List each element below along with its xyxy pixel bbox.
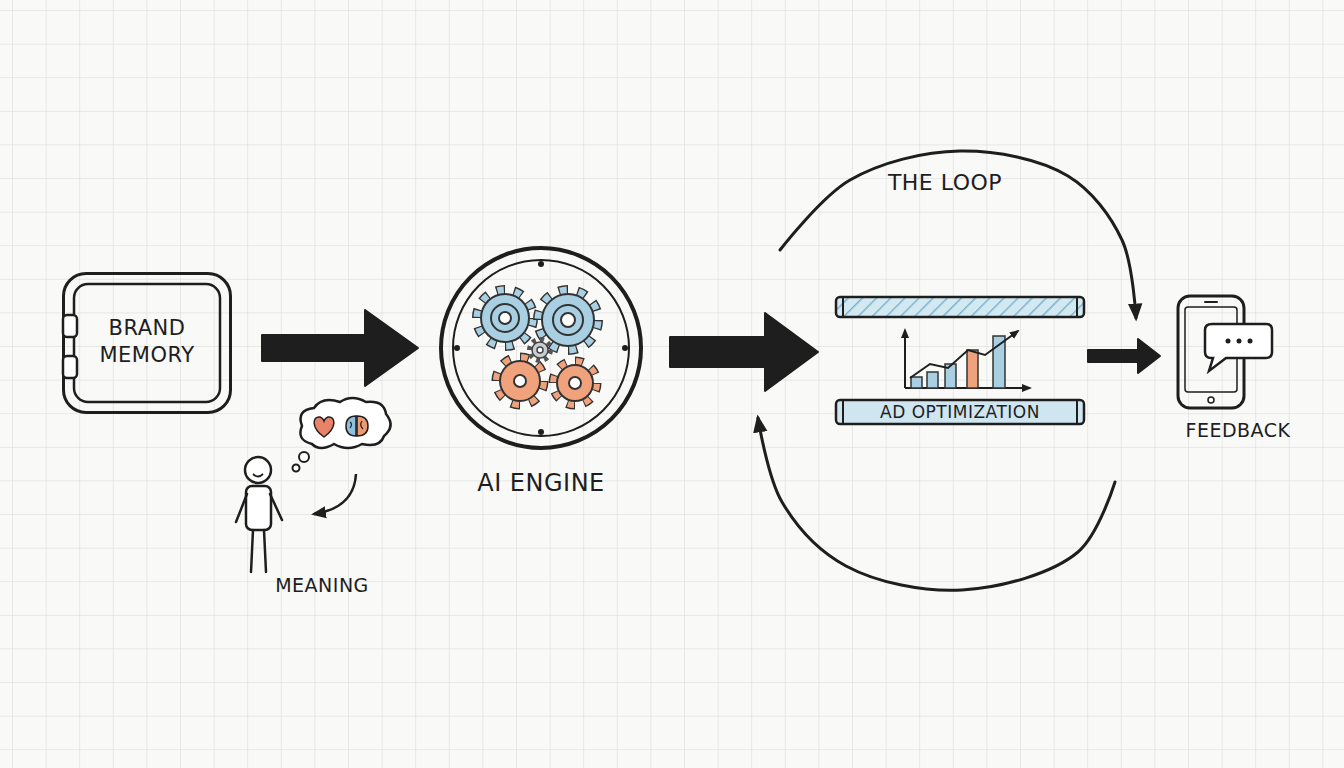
loop-arrow	[780, 151, 1136, 318]
node-label: AD OPTIMIZATION	[835, 400, 1085, 424]
label-bar	[836, 400, 1084, 424]
node-label: BRAND MEMORY	[87, 315, 207, 369]
node-outline	[1168, 292, 1308, 444]
chart-axis	[904, 330, 906, 388]
heart-icon	[314, 417, 334, 437]
thought-bubble	[293, 398, 391, 472]
phone-button	[1208, 397, 1214, 403]
gear-small	[530, 340, 550, 360]
flow-arrow	[670, 313, 818, 391]
node-outline	[65, 275, 229, 411]
bar-cap	[1076, 400, 1078, 424]
side-tab	[63, 356, 77, 378]
tick-mark	[538, 429, 544, 435]
loop-label: THE LOOP	[825, 168, 1065, 198]
flow-arrow	[262, 310, 418, 386]
bar-cap	[842, 297, 844, 317]
optimization-band: AD OPTIMIZATION	[835, 296, 1085, 426]
phone-body	[1178, 296, 1244, 408]
phone-screen	[1185, 307, 1237, 392]
stick-figure	[236, 457, 282, 572]
flow-arrow	[1088, 339, 1160, 373]
inner-outline	[74, 284, 220, 402]
gear-blue-right	[539, 291, 597, 349]
feedback-phone: FEEDBACK	[1168, 292, 1308, 444]
node-outline	[835, 296, 1085, 426]
hatched-bar	[836, 297, 1084, 317]
tick-mark	[454, 345, 460, 351]
trend-line	[910, 331, 1018, 378]
chart-bar	[927, 372, 938, 388]
tick-mark	[622, 345, 628, 351]
brain-icon	[357, 416, 368, 436]
node-label: AI ENGINE	[420, 466, 662, 500]
bar-chart	[905, 330, 1030, 388]
speech-bubble	[1205, 324, 1272, 371]
gear-blue-left	[478, 291, 532, 345]
meaning-arrow	[314, 474, 356, 514]
node-label: FEEDBACK	[1168, 417, 1308, 443]
engine-ring	[441, 248, 641, 448]
loop-arrow	[758, 418, 1115, 590]
phone-speaker	[1205, 301, 1217, 303]
chart-bar	[911, 377, 922, 388]
gear-orange-left	[497, 358, 543, 404]
bar-cap	[1076, 297, 1078, 317]
memory-box: BRAND MEMORY	[62, 272, 232, 414]
chart-bar	[967, 350, 978, 388]
engine-ring	[453, 260, 629, 436]
gear-orange-right	[554, 362, 596, 404]
side-tab	[63, 315, 77, 337]
caption-label: MEANING	[222, 571, 422, 599]
tick-mark	[538, 261, 544, 267]
engine-circle: AI ENGINE	[420, 248, 662, 500]
bar-cap	[842, 400, 844, 424]
node-outline	[420, 248, 662, 500]
